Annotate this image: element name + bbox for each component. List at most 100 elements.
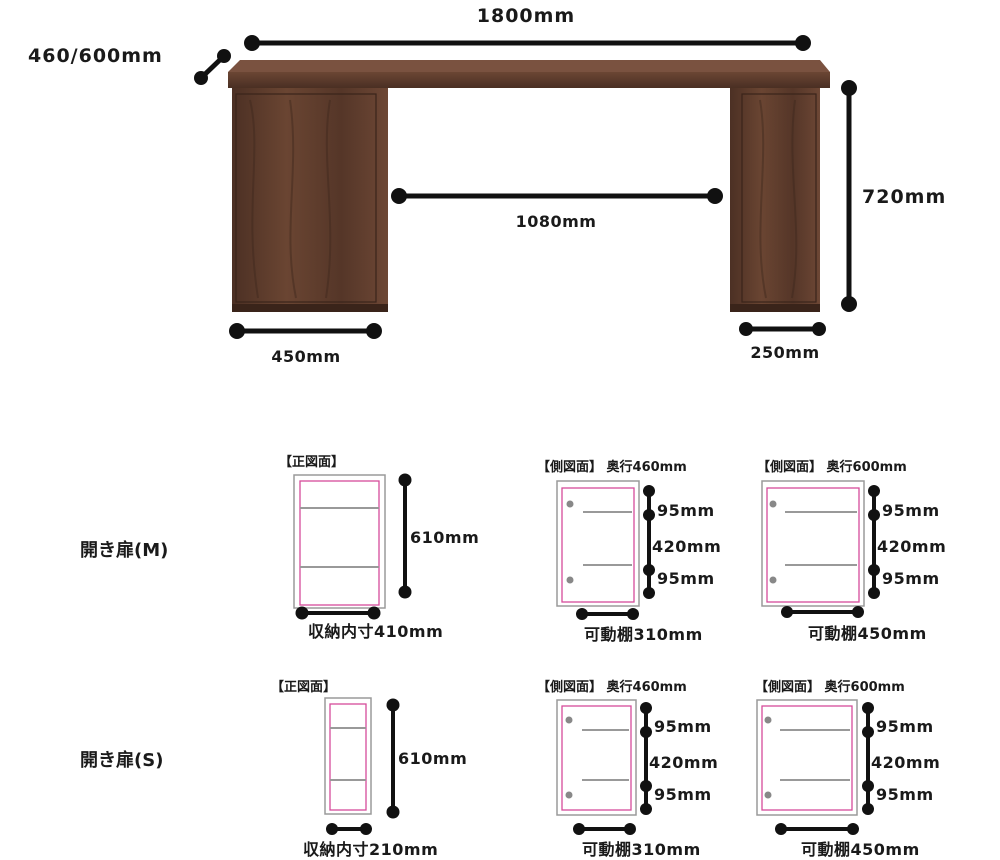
gap-dim-dot bbox=[640, 803, 652, 815]
top-gap-label: 95mm bbox=[657, 501, 715, 520]
front-cabinet-outline bbox=[324, 697, 372, 815]
side-cabinet-outline bbox=[756, 699, 858, 816]
front-width-dot bbox=[326, 823, 338, 835]
gap-dim-dot bbox=[862, 780, 874, 792]
front-view-heading: 【正図面】 bbox=[271, 679, 336, 695]
front-height-dot bbox=[398, 473, 412, 487]
middle-gap-label: 420mm bbox=[652, 537, 721, 556]
middle-gap-label: 420mm bbox=[877, 537, 946, 556]
left-cabinet-plinth bbox=[232, 304, 388, 312]
top-gap-label: 95mm bbox=[654, 717, 712, 736]
front-inner-outline bbox=[299, 480, 380, 606]
bottom-gap-label: 95mm bbox=[882, 569, 940, 588]
desk-illustration bbox=[228, 60, 830, 312]
front-width-dot bbox=[360, 823, 372, 835]
gap-dim-dot bbox=[643, 485, 655, 497]
left-cab-dim-right-dot bbox=[366, 323, 382, 339]
hinge-icon bbox=[764, 716, 772, 724]
hinge-icon bbox=[769, 500, 777, 508]
bottom-gap-label: 95mm bbox=[654, 785, 712, 804]
front-height-label: 610mm bbox=[410, 528, 479, 547]
right-cabinet-grain bbox=[759, 99, 798, 299]
front-width-dot bbox=[367, 606, 381, 620]
front-height-label: 610mm bbox=[398, 749, 467, 768]
row-m: 開き扉(M) 【正図面】 610mm 収納内寸410mm 【側図面】 奥行460… bbox=[80, 454, 946, 644]
left-cabinet-label: 450mm bbox=[271, 347, 340, 366]
side-view-heading: 【側図面】 奥行600mm bbox=[757, 459, 907, 475]
top-gap-label: 95mm bbox=[882, 501, 940, 520]
front-view: 【正図面】 610mm 収納内寸210mm bbox=[271, 679, 467, 859]
front-width-label: 収納内寸410mm bbox=[308, 622, 443, 641]
bottom-gap-label: 95mm bbox=[657, 569, 715, 588]
gap-dim-dot bbox=[643, 564, 655, 576]
inner-span-label: 1080mm bbox=[516, 212, 597, 231]
shelf-width-dot bbox=[781, 606, 793, 618]
gap-dim-dot bbox=[643, 509, 655, 521]
height-label: 720mm bbox=[862, 186, 946, 208]
side-view-460: 【側図面】 奥行460mm 95mm 420mm 95mm 可動棚310mm bbox=[537, 459, 721, 644]
height-dim-top-dot bbox=[841, 80, 857, 96]
hinge-icon bbox=[565, 716, 573, 724]
gap-dim-dot bbox=[862, 803, 874, 815]
middle-gap-label: 420mm bbox=[871, 753, 940, 772]
hinge-icon bbox=[566, 576, 574, 584]
left-cab-dim-left-dot bbox=[229, 323, 245, 339]
front-height-dot bbox=[386, 698, 400, 712]
front-width-label: 収納内寸210mm bbox=[303, 840, 438, 859]
bottom-gap-label: 95mm bbox=[876, 785, 934, 804]
gap-dim-dot bbox=[868, 564, 880, 576]
front-view: 【正図面】 610mm 収納内寸410mm bbox=[279, 454, 479, 641]
hinge-icon bbox=[769, 576, 777, 584]
depth-label: 460/600mm bbox=[28, 45, 163, 67]
side-view-heading: 【側図面】 奥行460mm bbox=[537, 459, 687, 475]
side-inner-outline bbox=[761, 705, 853, 811]
right-cabinet-door bbox=[741, 93, 817, 303]
left-cabinet-door bbox=[235, 93, 377, 303]
height-dim-bottom-dot bbox=[841, 296, 857, 312]
shelf-width-dot bbox=[627, 608, 639, 620]
inner-span-dim-right-dot bbox=[707, 188, 723, 204]
front-height-dot bbox=[386, 805, 400, 819]
right-cab-dim-right-dot bbox=[812, 322, 826, 336]
hinge-icon bbox=[565, 791, 573, 799]
depth-dim-start-dot bbox=[194, 71, 208, 85]
side-cabinet-outline bbox=[761, 480, 865, 607]
shelf-width-dot bbox=[576, 608, 588, 620]
desk-top-surface bbox=[228, 60, 830, 72]
middle-gap-label: 420mm bbox=[649, 753, 718, 772]
shelf-label: 可動棚450mm bbox=[801, 840, 920, 859]
desk-dimensions: 1800mm 460/600mm 720mm 1080mm 450mm 250m… bbox=[28, 5, 946, 366]
shelf-width-dot bbox=[624, 823, 636, 835]
gap-dim-dot bbox=[640, 702, 652, 714]
shelf-width-dot bbox=[847, 823, 859, 835]
top-gap-label: 95mm bbox=[876, 717, 934, 736]
gap-dim-dot bbox=[868, 509, 880, 521]
gap-dim-dot bbox=[868, 485, 880, 497]
side-view-600: 【側図面】 奥行600mm 95mm 420mm 95mm 可動棚450mm bbox=[757, 459, 946, 643]
gap-dim-dot bbox=[640, 726, 652, 738]
side-view-460: 【側図面】 奥行460mm 95mm 420mm 95mm 可動棚310mm bbox=[537, 679, 718, 859]
side-view-600: 【側図面】 奥行600mm 95mm 420mm 95mm 可動棚450mm bbox=[755, 679, 940, 859]
front-inner-outline bbox=[329, 703, 367, 811]
front-width-dot bbox=[295, 606, 309, 620]
shelf-width-dot bbox=[852, 606, 864, 618]
side-view-heading: 【側図面】 奥行460mm bbox=[537, 679, 687, 695]
gap-dim-dot bbox=[640, 780, 652, 792]
shelf-label: 可動棚310mm bbox=[582, 840, 701, 859]
front-cabinet-outline bbox=[293, 474, 386, 609]
hinge-icon bbox=[764, 791, 772, 799]
gap-dim-dot bbox=[643, 587, 655, 599]
gap-dim-dot bbox=[862, 702, 874, 714]
row-title: 開き扉(M) bbox=[80, 539, 168, 561]
side-inner-outline bbox=[766, 487, 860, 603]
row-title: 開き扉(S) bbox=[80, 749, 163, 771]
shelf-width-dot bbox=[573, 823, 585, 835]
shelf-label: 可動棚450mm bbox=[808, 624, 927, 643]
width-label: 1800mm bbox=[477, 5, 575, 27]
gap-dim-dot bbox=[868, 587, 880, 599]
front-view-heading: 【正図面】 bbox=[279, 454, 344, 470]
width-dim-start-dot bbox=[244, 35, 260, 51]
side-inner-outline bbox=[561, 487, 635, 603]
side-cabinet-outline bbox=[556, 480, 640, 607]
shelf-width-dot bbox=[775, 823, 787, 835]
